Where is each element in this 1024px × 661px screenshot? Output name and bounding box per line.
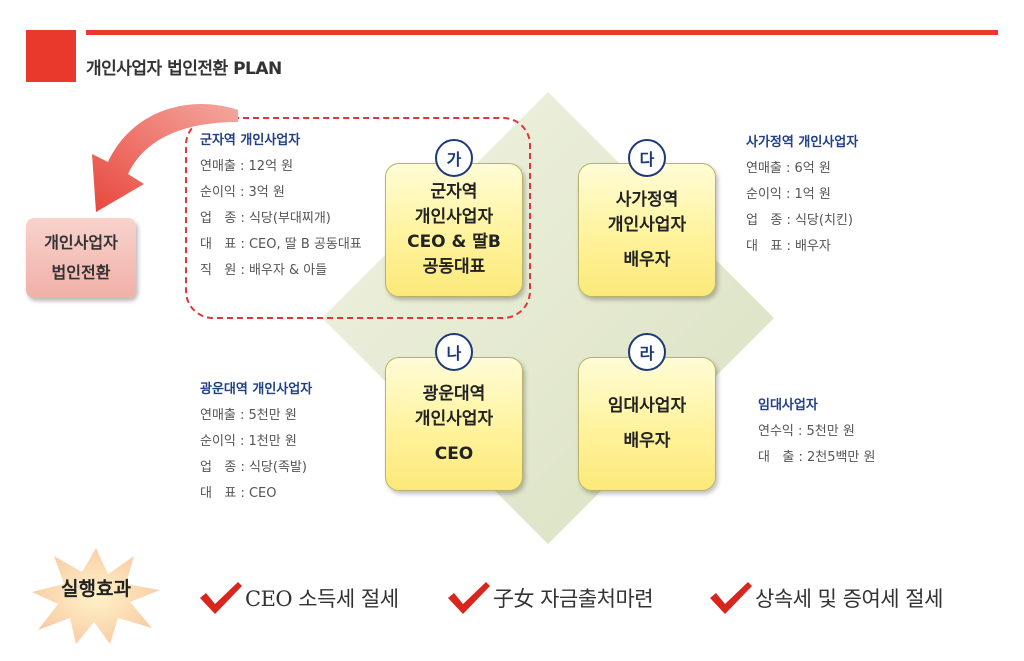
box-sagajeong-line3: 배우자 bbox=[623, 249, 671, 270]
info-gunja-row: 업 종 : 식당(부대찌개) bbox=[200, 211, 331, 226]
info-imdae-row: 대 출 : 2천5백만 원 bbox=[758, 450, 876, 465]
info-gwangun-row: 순이익 : 1천만 원 bbox=[200, 434, 297, 449]
info-gunja-row: 대 표 : CEO, 딸 B 공동대표 bbox=[200, 237, 362, 252]
box-sagajeong-line2: 개인사업자 bbox=[607, 214, 687, 235]
box-sagajeong-line1: 사가정역 bbox=[615, 189, 679, 210]
box-imdae: 임대사업자 배우자 bbox=[578, 357, 716, 491]
info-gunja-row: 순이익 : 3억 원 bbox=[200, 185, 285, 200]
box-gunja-line3: CEO & 딸B bbox=[407, 232, 501, 252]
box-gwangun-line3: CEO bbox=[434, 443, 474, 464]
circle-label-na: 나 bbox=[435, 333, 473, 371]
info-sagajeong-row: 대 표 : 배우자 bbox=[746, 239, 831, 254]
effects-label: 실행효과 bbox=[61, 578, 131, 600]
box-gunja-line4: 공동대표 bbox=[422, 257, 486, 277]
info-gunja-title: 군자역 개인사업자 bbox=[200, 133, 301, 148]
circle-label-da: 다 bbox=[628, 139, 666, 177]
box-sagajeong: 사가정역 개인사업자 배우자 bbox=[578, 163, 716, 297]
box-gwangun: 광운대역 개인사업자 CEO bbox=[385, 357, 523, 491]
box-gwangun-line2: 개인사업자 bbox=[414, 408, 494, 429]
info-gunja-row: 연매출 : 12억 원 bbox=[200, 159, 294, 174]
header-accent-block bbox=[26, 30, 76, 82]
info-gwangun-row: 업 종 : 식당(족발) bbox=[200, 460, 307, 475]
checkmark-icon bbox=[710, 582, 752, 614]
circle-label-ga: 가 bbox=[435, 139, 473, 177]
box-gwangun-line1: 광운대역 bbox=[422, 383, 486, 404]
corp-box-line1: 개인사업자 bbox=[44, 233, 118, 252]
info-gwangun-title: 광운대역 개인사업자 bbox=[200, 382, 313, 397]
box-imdae-line2: 배우자 bbox=[623, 431, 671, 451]
info-gunja-row: 직 원 : 배우자 & 아들 bbox=[200, 263, 328, 278]
box-imdae-line1: 임대사업자 bbox=[607, 396, 687, 416]
info-sagajeong-row: 순이익 : 1억 원 bbox=[746, 187, 831, 202]
checkmark-icon bbox=[448, 582, 490, 614]
box-gunja-line1: 군자역 bbox=[430, 182, 478, 202]
info-sagajeong-row: 연매출 : 6억 원 bbox=[746, 161, 831, 176]
page-title: 개인사업자 법인전환 PLAN bbox=[86, 59, 282, 79]
info-imdae-row: 연수익 : 5천만 원 bbox=[758, 424, 855, 439]
info-imdae-title: 임대사업자 bbox=[758, 398, 818, 413]
corp-conversion-box: 개인사업자 법인전환 bbox=[26, 218, 136, 298]
starburst-icon bbox=[32, 548, 160, 644]
effect-item-2: 子女 자금출처마련 bbox=[493, 587, 654, 611]
info-imdae: 임대사업자 연수익 : 5천만 원 대 출 : 2천5백만 원 bbox=[758, 393, 875, 471]
checkmark-icon bbox=[200, 582, 242, 614]
circle-label-ra: 라 bbox=[628, 333, 666, 371]
highlight-dashed-frame bbox=[185, 117, 531, 319]
curved-arrow-icon bbox=[92, 104, 238, 212]
header-rule bbox=[86, 30, 998, 35]
info-gwangun-row: 대 표 : CEO bbox=[200, 486, 277, 501]
effect-item-3: 상속세 및 증여세 절세 bbox=[755, 587, 943, 611]
info-sagajeong: 사가정역 개인사업자 연매출 : 6억 원 순이익 : 1억 원 업 종 : 식… bbox=[746, 130, 858, 260]
info-gunja: 군자역 개인사업자 연매출 : 12억 원 순이익 : 3억 원 업 종 : 식… bbox=[200, 128, 362, 284]
info-sagajeong-row: 업 종 : 식당(치킨) bbox=[746, 213, 853, 228]
effect-item-1: CEO 소득세 절세 bbox=[245, 587, 399, 611]
corp-box-line2: 법인전환 bbox=[51, 263, 111, 282]
info-gwangun-row: 연매출 : 5천만 원 bbox=[200, 408, 297, 423]
info-sagajeong-title: 사가정역 개인사업자 bbox=[746, 135, 859, 150]
box-gunja: 군자역 개인사업자 CEO & 딸B 공동대표 bbox=[385, 163, 523, 297]
info-gwangun: 광운대역 개인사업자 연매출 : 5천만 원 순이익 : 1천만 원 업 종 :… bbox=[200, 377, 312, 507]
box-gunja-line2: 개인사업자 bbox=[414, 207, 494, 227]
